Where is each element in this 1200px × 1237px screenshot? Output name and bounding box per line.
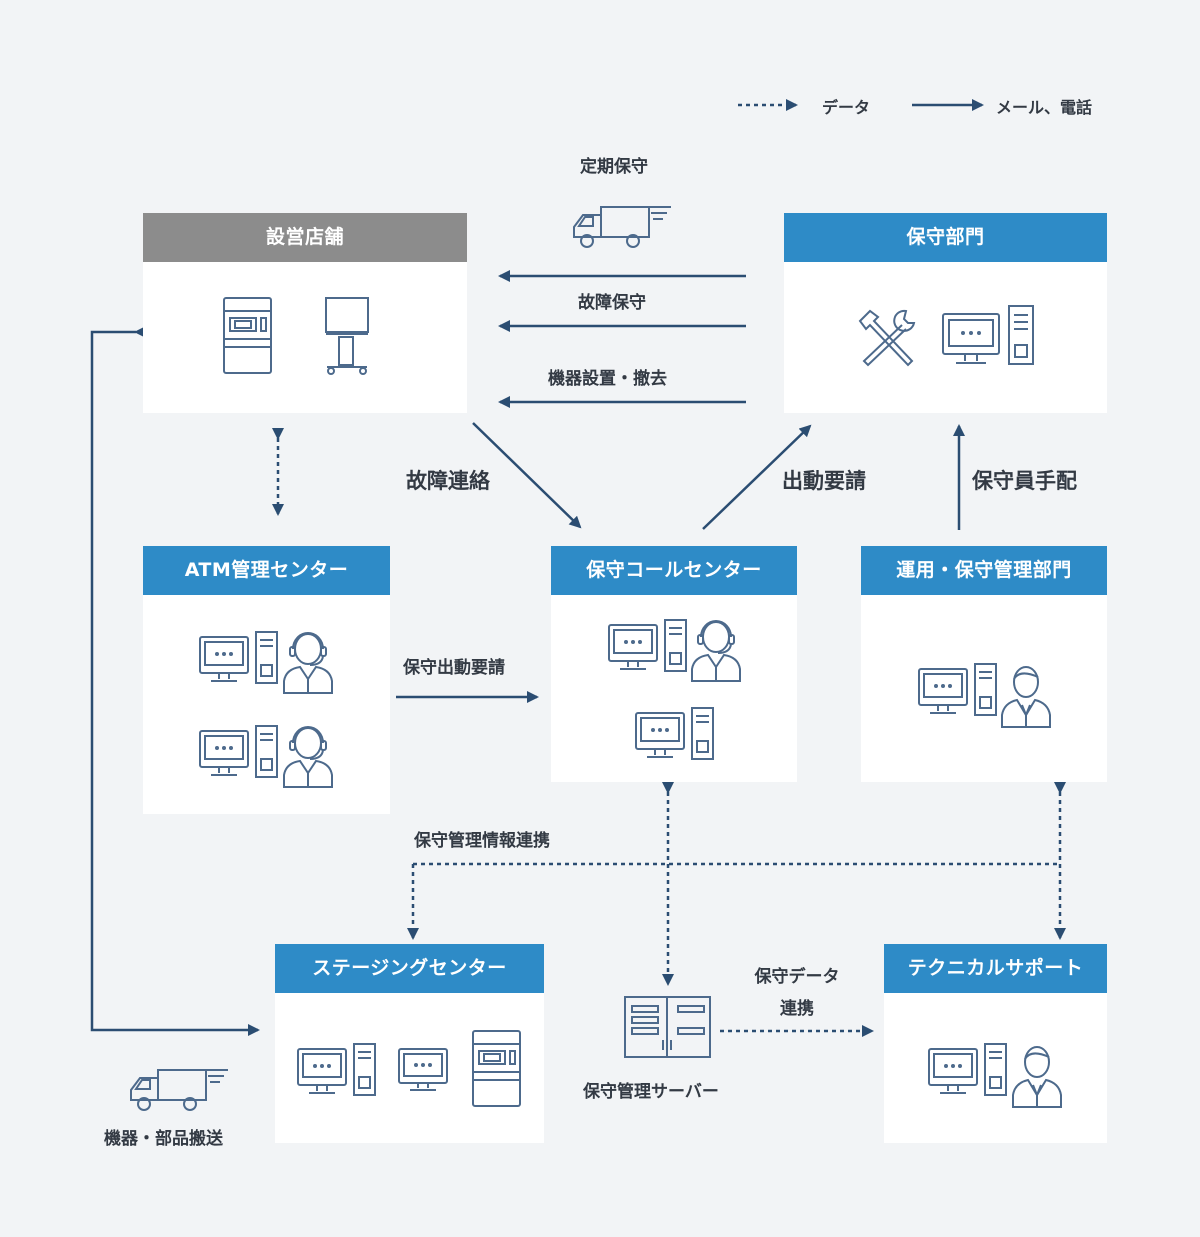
arrow-store-staging	[90, 326, 260, 1036]
atm-center-title: ATM管理センター	[143, 546, 390, 595]
call-center-box: 保守コールセンター	[551, 546, 797, 782]
computer-icon	[918, 663, 997, 716]
staging-center-box: ステージングセンター	[275, 944, 544, 1143]
call-center-title: 保守コールセンター	[551, 546, 797, 595]
truck-icon	[573, 206, 671, 248]
tech-support-box: テクニカルサポート	[884, 944, 1107, 1143]
store-box: 設営店舗	[143, 213, 467, 413]
atm-center-box: ATM管理センター	[143, 546, 390, 814]
computer-icon	[608, 619, 687, 672]
label-failure-report: 故障連絡	[406, 469, 490, 493]
tools-icon	[858, 309, 916, 367]
label-server: 保守管理サーバー	[583, 1082, 719, 1102]
staff-person-icon	[1001, 666, 1051, 728]
label-transport: 機器・部品搬送	[104, 1129, 223, 1149]
maintenance-dept-title: 保守部門	[784, 213, 1107, 262]
label-failure-maint: 故障保守	[578, 293, 646, 313]
staging-center-title: ステージングセンター	[275, 944, 544, 993]
atm-icon	[472, 1030, 521, 1107]
server-rack-icon	[624, 996, 711, 1058]
label-staff-arrange: 保守員手配	[972, 469, 1077, 493]
arrow-dispatch-request	[702, 424, 812, 530]
label-dispatch-request: 出動要請	[782, 469, 866, 493]
ops-dept-box: 運用・保守管理部門	[861, 546, 1107, 782]
computer-icon	[942, 305, 1034, 365]
label-data-link-2: 連携	[780, 999, 814, 1019]
label-data-link-1: 保守データ	[754, 967, 840, 987]
operator-headset-icon	[283, 726, 333, 788]
operator-headset-icon	[691, 620, 741, 682]
monitor-icon	[398, 1048, 448, 1091]
label-maint-dispatch: 保守出動要請	[403, 658, 505, 678]
staff-person-icon	[1012, 1046, 1062, 1108]
atm-icon	[223, 297, 272, 374]
arrow-failure-report	[472, 422, 582, 529]
operator-headset-icon	[283, 632, 333, 694]
computer-icon	[297, 1043, 376, 1096]
truck-icon	[130, 1069, 228, 1111]
computer-icon	[928, 1043, 1007, 1096]
computer-icon	[199, 725, 278, 778]
display-stand-icon	[325, 297, 369, 375]
computer-icon	[635, 707, 714, 760]
store-title: 設営店舗	[143, 213, 467, 262]
label-periodic: 定期保守	[580, 157, 648, 177]
computer-icon	[199, 631, 278, 684]
label-install: 機器設置・撤去	[548, 369, 667, 389]
ops-dept-title: 運用・保守管理部門	[861, 546, 1107, 595]
label-info-link: 保守管理情報連携	[414, 831, 550, 851]
legend-data-label: データ	[822, 98, 871, 117]
maintenance-dept-box: 保守部門	[784, 213, 1107, 413]
legend-call-label: メール、電話	[996, 98, 1093, 117]
tech-support-title: テクニカルサポート	[884, 944, 1107, 993]
